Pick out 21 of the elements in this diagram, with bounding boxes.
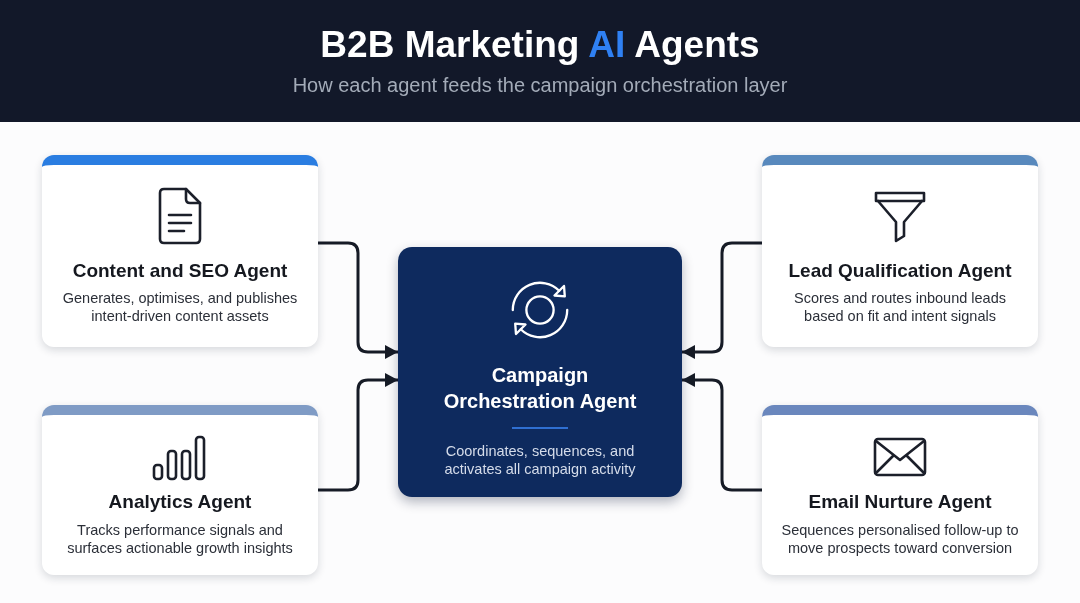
card-description: Coordinates, sequences, and activates all campaign activity [443, 442, 637, 478]
agent-card [762, 405, 1038, 575]
orchestration-box [398, 247, 682, 497]
card-description: Scores and routes inbound leads based on fit and intent signals [793, 289, 1007, 325]
card-heading: Email Nurture Agent [808, 490, 992, 514]
connector-arrow [682, 373, 762, 492]
agent-card [42, 405, 318, 575]
card-heading: Campaign Orchestration Agent [442, 363, 638, 414]
card-description: Tracks performance signals and surfaces actionable growth insights [66, 521, 294, 557]
connector-arrow [318, 241, 398, 359]
card-heading: Lead Qualification Agent [788, 259, 1012, 283]
connector-arrow [318, 373, 398, 492]
title: B2B Marketing AI Agents [320, 24, 760, 66]
card-description: Sequences personalised follow-up to move prospects toward conversion [780, 521, 1020, 557]
agent-card [762, 155, 1038, 347]
subtitle: How each agent feeds the campaign orchestration layer [292, 73, 788, 97]
agent-card [42, 155, 318, 347]
card-description: Generates, optimises, and publishes intent-driven content assets [61, 289, 299, 325]
card-heading: Analytics Agent [108, 490, 252, 514]
card-heading: Content and SEO Agent [72, 259, 288, 283]
connector-arrow [682, 241, 762, 359]
